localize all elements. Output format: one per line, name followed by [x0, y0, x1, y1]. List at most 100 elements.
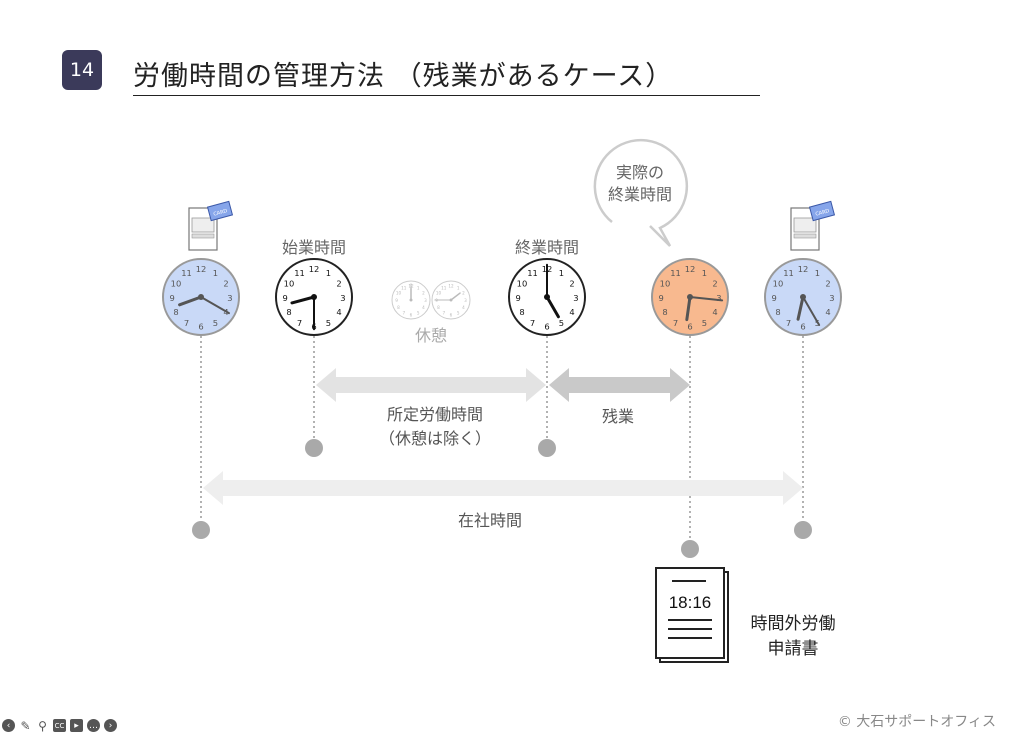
on-premises-arrow	[203, 471, 803, 505]
clock-numeral: 2	[569, 278, 574, 288]
clock-numeral: 10	[773, 278, 784, 288]
clock-numeral: 5	[559, 318, 564, 328]
clock-numeral: 7	[673, 318, 678, 328]
clock-numeral: 3	[829, 293, 834, 303]
slide-title: 労働時間の管理方法 （残業があるケース）	[133, 54, 760, 96]
clock-numeral: 11	[441, 285, 447, 290]
clock-numeral: 9	[658, 293, 663, 303]
clock-numeral: 10	[517, 278, 528, 288]
clock-numeral: 6	[410, 312, 413, 317]
more-icon[interactable]: …	[87, 719, 100, 732]
clock-numeral: 7	[184, 318, 189, 328]
clock-numeral: 3	[716, 293, 721, 303]
scheduled-hours-label: 所定労働時間（休憩は除く）	[379, 403, 491, 451]
form-time: 18:16	[669, 593, 712, 612]
clock-numeral: 9	[169, 293, 174, 303]
forward-icon[interactable]: ›	[104, 719, 117, 732]
clock-numeral: 9	[515, 293, 520, 303]
overtime-arrow	[549, 368, 690, 402]
minute-hand	[200, 296, 230, 315]
clock-numeral: 12	[448, 283, 454, 288]
clock-numeral: 7	[402, 310, 405, 315]
clock-numeral: 6	[450, 312, 453, 317]
clock-numeral: 10	[436, 291, 442, 296]
clock-numeral: 3	[424, 298, 427, 303]
clock-numeral: 7	[530, 318, 535, 328]
clock-numeral: 4	[422, 305, 425, 310]
start-marker	[305, 439, 323, 457]
clock-numeral: 12	[685, 264, 696, 274]
video-icon[interactable]: ▸	[70, 719, 83, 732]
clock-numeral: 12	[798, 264, 809, 274]
clock-numeral: 4	[462, 305, 465, 310]
clock-numeral: 5	[417, 310, 420, 315]
clock-numeral: 10	[171, 278, 182, 288]
time-card-reader-icon: CARD	[790, 200, 836, 251]
clock-numeral: 2	[825, 278, 830, 288]
clock-numeral: 8	[519, 307, 524, 317]
clock-numeral: 8	[775, 307, 780, 317]
time-card-reader-icon: CARD	[188, 200, 234, 251]
clock-numeral: 4	[712, 307, 717, 317]
clock-numeral: 10	[396, 291, 402, 296]
clock-numeral: 12	[309, 264, 320, 274]
clock-numeral: 11	[401, 285, 407, 290]
back-icon[interactable]: ‹	[2, 719, 15, 732]
scheduled-hours-arrow	[316, 368, 546, 402]
clock-numeral: 11	[181, 268, 192, 278]
minute-hand	[689, 296, 724, 302]
clock-numeral: 6	[544, 322, 549, 332]
end-time-label: 終業時間	[514, 238, 580, 257]
minute-hand	[802, 296, 821, 326]
search-icon[interactable]: ⚲	[38, 718, 47, 733]
copyright: © 大石サポートオフィス	[837, 714, 996, 730]
hour-hand	[178, 295, 203, 307]
clock-numeral: 6	[198, 322, 203, 332]
clock-numeral: 2	[462, 291, 465, 296]
clock-numeral: 1	[559, 268, 564, 278]
scheduled-line-1: 所定労働時間	[386, 405, 484, 424]
clock-numeral: 10	[284, 278, 295, 288]
clock-numeral: 7	[786, 318, 791, 328]
clock-numeral: 11	[783, 268, 794, 278]
hour-hand	[450, 292, 461, 301]
presentation-toolbar: ‹ ✎ ⚲ CC ▸ … ›	[2, 718, 117, 733]
clock-numeral: 5	[326, 318, 331, 328]
break-label: 休憩	[414, 326, 448, 345]
clock-in-marker	[192, 521, 210, 539]
clock-numeral: 6	[800, 322, 805, 332]
actual-end-marker	[681, 540, 699, 558]
clock-numeral: 10	[660, 278, 671, 288]
clock-numeral: 3	[573, 293, 578, 303]
hour-hand	[685, 295, 692, 322]
clock-numeral: 8	[397, 305, 400, 310]
clock-numeral: 11	[670, 268, 681, 278]
clock-numeral: 7	[442, 310, 445, 315]
card-label: CARD	[815, 208, 830, 218]
clock-numeral: 2	[422, 291, 425, 296]
bubble-line-1: 実際の	[615, 163, 665, 182]
form-line-2: 申請書	[767, 639, 819, 659]
clock-numeral: 11	[527, 268, 538, 278]
clock-numeral: 6	[687, 322, 692, 332]
clock-numeral: 4	[569, 307, 574, 317]
overtime-form-icon: 18:16	[655, 567, 729, 663]
bubble-text: 実際の終業時間	[608, 162, 672, 206]
clock-numeral: 1	[213, 268, 218, 278]
clock-numeral: 4	[336, 307, 341, 317]
clock-numeral: 1	[326, 268, 331, 278]
clock-numeral: 3	[227, 293, 232, 303]
cc-icon[interactable]: CC	[53, 719, 66, 732]
clock-numeral: 1	[417, 285, 420, 290]
clock-numeral: 2	[336, 278, 341, 288]
clock-out-marker	[794, 521, 812, 539]
clock-numeral: 1	[815, 268, 820, 278]
bubble-line-2: 終業時間	[607, 185, 673, 204]
slide-number-badge: 14	[62, 50, 102, 90]
pen-icon[interactable]: ✎	[20, 718, 31, 733]
